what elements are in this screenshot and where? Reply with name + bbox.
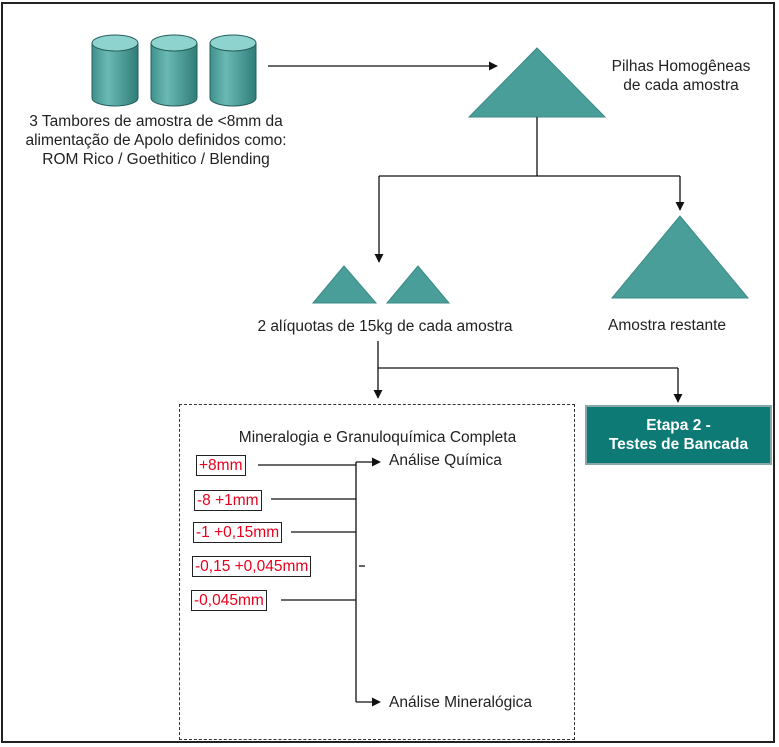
drums-caption-line: alimentação de Apolo definidos como:: [25, 132, 287, 149]
etapa-2-box: Etapa 2 - Testes de Bancada: [585, 405, 772, 465]
piles-caption-line: Pilhas Homogêneas: [611, 58, 751, 75]
piles-caption-line: de cada amostra: [623, 77, 739, 94]
aliquot-triangle: [311, 265, 378, 304]
drums-caption-line: ROM Rico / Goethitico / Blending: [42, 151, 270, 168]
drum-icon: [209, 34, 257, 107]
connector-lines: [258, 61, 685, 707]
drum-icon: [150, 34, 198, 107]
fraction-label: -0,15 +0,045mm: [192, 556, 312, 577]
fraction-label: +8mm: [196, 455, 246, 476]
fraction-label: -8 +1mm: [194, 490, 262, 511]
drums-caption-line: 3 Tambores de amostra de <8mm da: [29, 113, 283, 130]
mineralogical-analysis-label: Análise Mineralógica: [389, 694, 533, 711]
drum-icon: [91, 34, 139, 107]
fraction-label: -0,045mm: [191, 590, 267, 611]
etapa-2-line: Testes de Bancada: [608, 436, 749, 453]
analysis-box: [179, 404, 575, 740]
fraction-label: -1 +0,15mm: [193, 522, 283, 543]
etapa-2-line: Etapa 2 -: [646, 417, 711, 434]
analysis-box-title: Mineralogia e Granuloquímica Completa: [238, 429, 517, 446]
pile-triangle: [467, 47, 607, 118]
remaining-sample-caption: Amostra restante: [607, 317, 727, 334]
drums-caption: 3 Tambores de amostra de <8mm da aliment…: [0, 112, 312, 169]
piles-caption: Pilhas Homogêneas de cada amostra: [586, 57, 776, 95]
aliquot-triangle: [385, 265, 451, 304]
remaining-sample-triangle: [610, 215, 750, 299]
aliquots-caption: 2 alíquotas de 15kg de cada amostra: [257, 318, 513, 335]
chemical-analysis-label: Análise Química: [389, 452, 502, 469]
